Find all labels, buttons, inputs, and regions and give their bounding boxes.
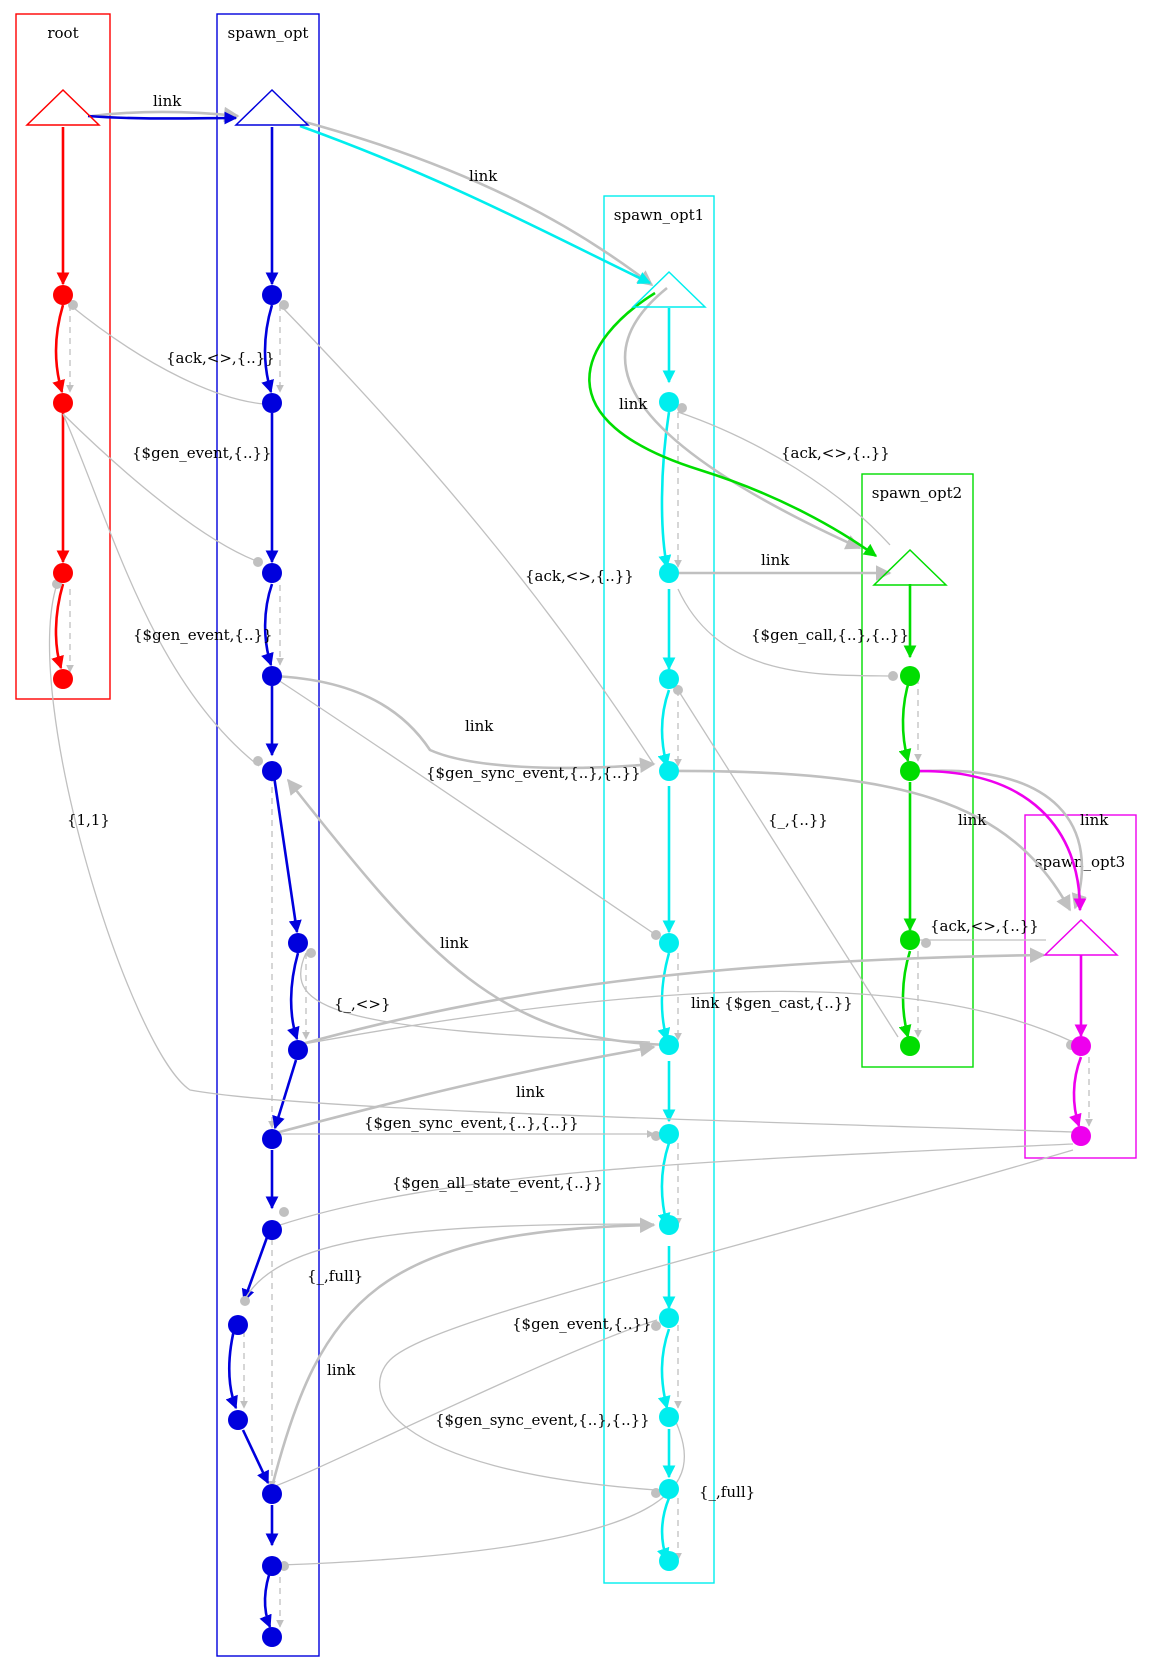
spawn-opt-event-node	[262, 1129, 282, 1149]
edge-label: link {$gen_cast,{..}}	[691, 994, 853, 1012]
spawn-opt1-event-node	[659, 933, 679, 953]
spawn-opt2-spawn-triangle	[872, 548, 948, 586]
cluster-label-spawn-opt: spawn_opt	[228, 24, 309, 42]
edge-label: {ack,<>,{..}}	[781, 444, 890, 462]
spawn-opt1-event-node	[659, 1551, 679, 1571]
edge-label: link	[516, 1083, 545, 1101]
spawn-opt1-event-node	[659, 1308, 679, 1328]
spawn-opt3-timeline	[1069, 955, 1088, 1128]
spawn-opt2-event-node	[900, 761, 920, 781]
spawn-opt-spawn-triangle	[234, 88, 310, 126]
edge-label: link	[619, 395, 648, 413]
spawn-opt1-event-node	[659, 1407, 679, 1427]
spawn-opt1-event-node	[659, 1215, 679, 1235]
root-events	[53, 285, 73, 689]
spawn-opt-event-node	[288, 933, 308, 953]
spawn-opt-event-node	[262, 1220, 282, 1240]
spawn-opt1-event-node	[659, 1124, 679, 1144]
edge-label: link	[327, 1361, 356, 1379]
spawn-opt-timeline	[225, 127, 302, 1629]
message-edges	[48, 106, 1087, 1566]
spawn-opt-event-node	[262, 563, 282, 583]
spawn-opt1-event-node	[659, 1479, 679, 1499]
spawn-opt-event-node	[262, 285, 282, 305]
spawn-opt-event-node	[262, 393, 282, 413]
spawn-opt-event-node	[288, 1040, 308, 1060]
spawn-opt-event-node	[262, 1484, 282, 1504]
spawn-opt1-event-node	[659, 392, 679, 412]
edge-label: link	[958, 811, 987, 829]
send-dots	[52, 300, 1076, 1571]
root-event-node	[53, 669, 73, 689]
edge-label: {$gen_event,{..}}	[512, 1315, 652, 1333]
edge-label: {$gen_all_state_event,{..}}	[392, 1174, 603, 1192]
cluster-label-spawn-opt1: spawn_opt1	[614, 206, 704, 224]
edge-label: {_,full}	[699, 1483, 755, 1501]
edge-label: {$gen_sync_event,{..},{..}}	[364, 1114, 579, 1132]
root-spawn-triangle	[25, 88, 101, 126]
spawn-triangles	[25, 88, 1119, 956]
spawn-opt-event-node	[228, 1410, 248, 1430]
edge-label: link	[469, 167, 498, 185]
spawn-link-edges	[87, 111, 1087, 912]
spawn-opt1-event-node	[659, 669, 679, 689]
edge-label: {_,<>}	[334, 995, 391, 1013]
edge-label: link	[1080, 811, 1109, 829]
spawn-opt2-event-node	[900, 1036, 920, 1056]
spawn-opt1-events	[659, 392, 679, 1571]
spawn-opt3-spawn-triangle	[1043, 918, 1119, 956]
edge-label: {ack,<>,{..}}	[930, 917, 1039, 935]
edge-label: {$gen_sync_event,{..},{..}}	[426, 764, 641, 782]
cluster-spawn-opt3: spawn_opt3	[1024, 814, 1137, 1159]
root-timeline	[51, 127, 70, 670]
spawn-opt-event-node	[262, 666, 282, 686]
spawn-opt2-event-node	[900, 930, 920, 950]
spawn-opt-event-node	[262, 1627, 282, 1647]
edge-label: link	[440, 934, 469, 952]
spawn-opt-events	[228, 285, 308, 1647]
edge-label: {$gen_event,{..}}	[132, 444, 272, 462]
spawn-opt1-timeline	[657, 308, 676, 1562]
spawn-opt1-event-node	[659, 761, 679, 781]
edge-label: {1,1}	[67, 811, 110, 829]
cluster-spawn-opt1: spawn_opt1	[603, 195, 715, 1584]
cluster-spawn-opt: spawn_opt	[216, 13, 320, 1657]
edge-label: link	[153, 92, 182, 110]
edge-label: link	[761, 551, 790, 569]
spawn-opt1-spawn-triangle	[631, 270, 707, 308]
spawn-opt-event-node	[262, 1556, 282, 1576]
edge-label: {$gen_event,{..}}	[133, 626, 273, 644]
spawn-opt3-event-node	[1071, 1036, 1091, 1056]
spawn-opt1-event-node	[659, 563, 679, 583]
spawn-opt3-event-node	[1071, 1126, 1091, 1146]
cluster-spawn-opt2: spawn_opt2	[861, 473, 974, 1068]
edge-label: {$gen_sync_event,{..},{..}}	[435, 1411, 650, 1429]
edge-label: {_,{..}}	[768, 811, 828, 829]
root-event-node	[53, 563, 73, 583]
edge-label: {ack,<>,{..}}	[525, 567, 634, 585]
root-event-node	[53, 285, 73, 305]
edge-label: {_,full}	[307, 1267, 363, 1285]
edge-label: {$gen_call,{..},{..}}	[751, 626, 909, 644]
cluster-label-spawn-opt3: spawn_opt3	[1035, 853, 1125, 871]
edge-label: {ack,<>,{..}}	[166, 349, 275, 367]
sequence-edges	[66, 305, 1093, 1628]
cluster-label-root: root	[47, 24, 78, 42]
spawn-opt-event-node	[228, 1315, 248, 1335]
cluster-label-spawn-opt2: spawn_opt2	[872, 484, 962, 502]
spawn-opt-event-node	[262, 761, 282, 781]
spawn-opt2-event-node	[900, 666, 920, 686]
root-event-node	[53, 393, 73, 413]
spawn-opt3-events	[1071, 1036, 1091, 1146]
spawn-opt1-event-node	[659, 1035, 679, 1055]
edge-labels: link link {ack,<>,{..}} {$gen_event,{..}…	[67, 92, 1109, 1501]
spawn-opt2-timeline	[898, 584, 917, 1039]
cluster-root: root	[15, 13, 111, 700]
spawn-opt2-events	[900, 666, 920, 1056]
edge-label: link	[465, 717, 494, 735]
